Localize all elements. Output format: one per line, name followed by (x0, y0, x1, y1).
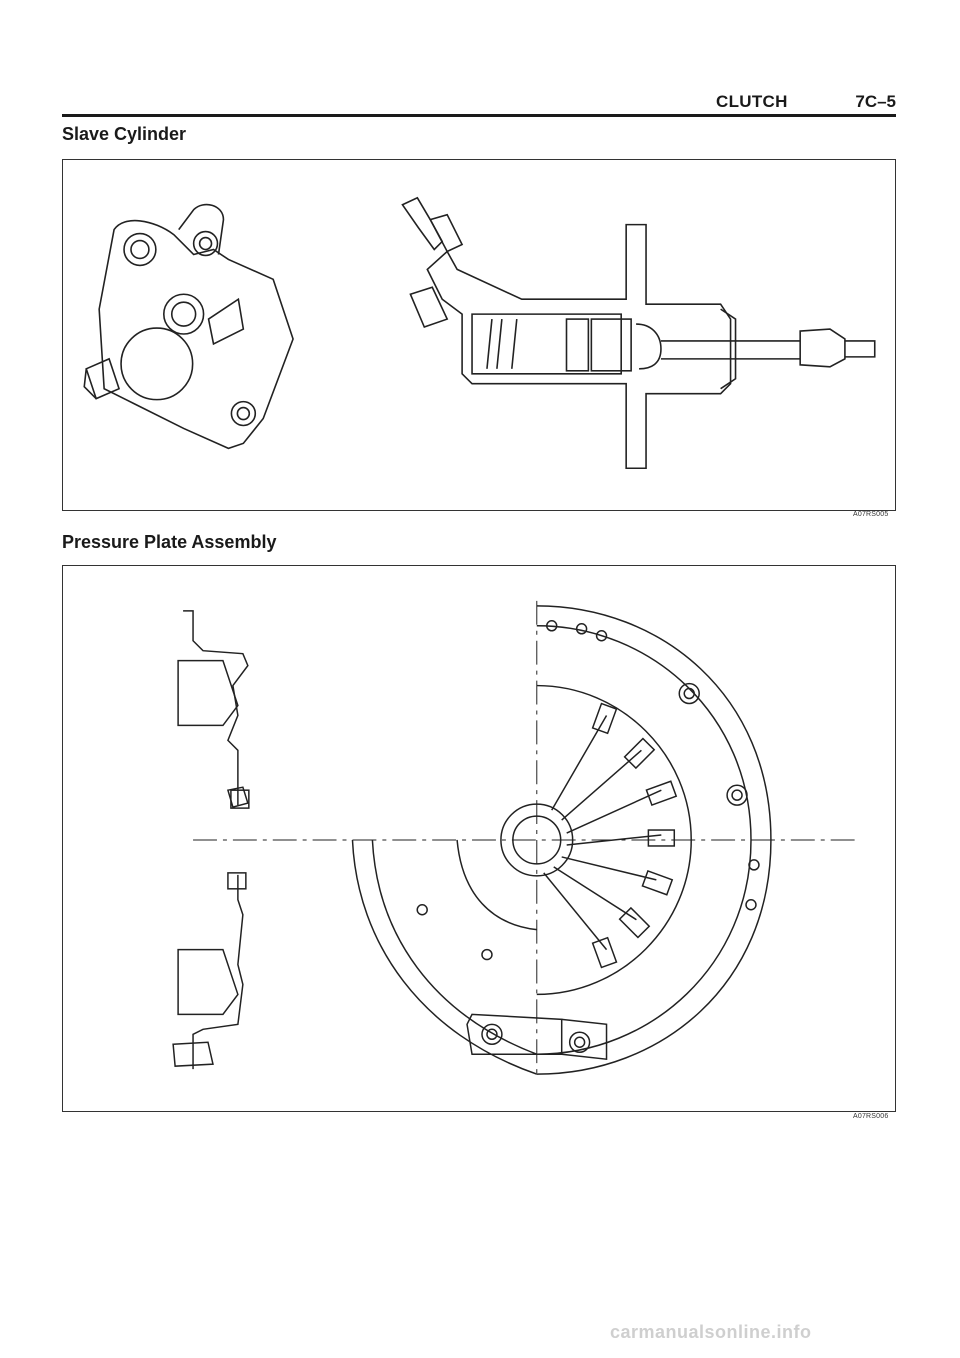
header-page-number: 7C–5 (855, 92, 896, 111)
pressure-plate-profile-lower (172, 872, 247, 1070)
slave-cylinder-section-view (401, 196, 876, 470)
pressure-plate-drawing (172, 600, 861, 1080)
header-section-title: CLUTCH (716, 92, 788, 111)
slave-cylinder-drawing (83, 196, 876, 470)
header-rule (62, 114, 896, 117)
section-title-pressure-plate: Pressure Plate Assembly (62, 532, 277, 552)
section-title-slave-cylinder: Slave Cylinder (62, 124, 187, 144)
slave-cylinder-external-view (83, 203, 294, 450)
figure-code-slave-cylinder: A07RS005 (853, 511, 889, 518)
pressure-plate-front-view (351, 605, 772, 1075)
slave-cylinder-figure (62, 159, 896, 511)
figure-code-pressure-plate: A07RS006 (853, 1113, 889, 1120)
watermark-footer: carmanualsonline.info (610, 1322, 812, 1342)
pressure-plate-profile-upper (177, 610, 250, 809)
pressure-plate-figure (62, 565, 896, 1112)
